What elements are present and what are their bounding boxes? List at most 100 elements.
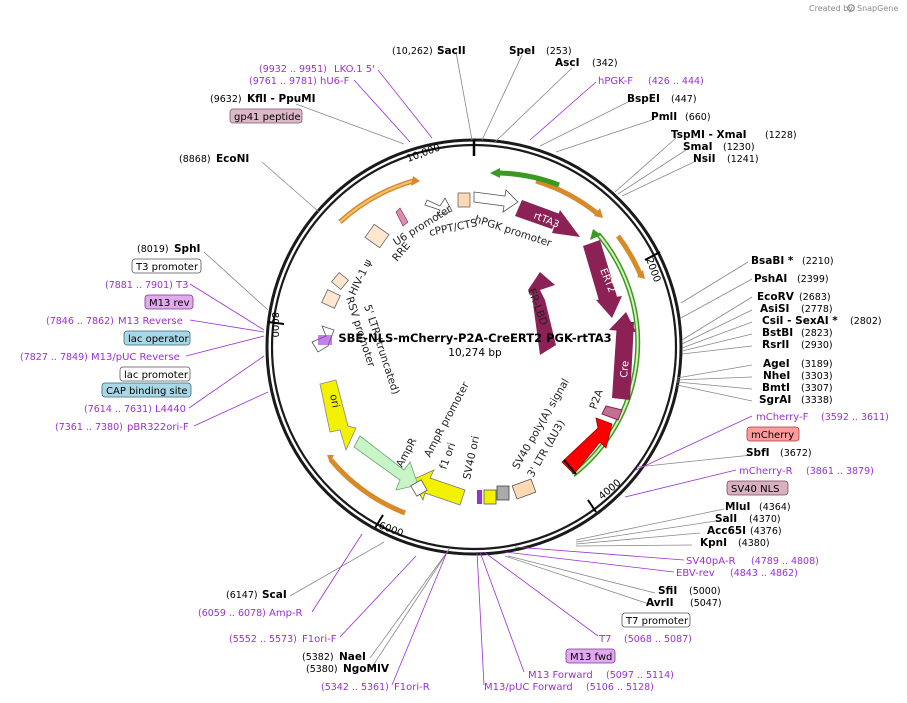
sali-pos: (4370) — [749, 514, 781, 525]
sv40-ori-feature — [483, 489, 497, 505]
sphi-label: SphI — [174, 243, 200, 255]
hpgk-f-pos: (426 .. 444) — [648, 76, 704, 87]
m13-puc-forward-label: M13/pUC Forward — [484, 682, 573, 693]
hpgk-promoter-feature — [473, 189, 519, 213]
cre-arrowhead — [609, 312, 636, 332]
green-orf-arc — [499, 170, 560, 188]
u6-promoter-feature — [424, 197, 453, 217]
hiv-feature — [330, 271, 350, 291]
t3-promoter-tag-label: T3 promoter — [135, 262, 199, 273]
bstbi-pos: (2823) — [801, 328, 833, 339]
m13-fwd-tag-label: M13 fwd — [570, 652, 612, 663]
f1ori-r-pos: (5342 .. 5361) — [321, 682, 389, 693]
t3-label: T3 — [175, 280, 188, 291]
csii-sexai-pos: (2802) — [850, 316, 882, 327]
ngomiv-pos: (5380) — [306, 664, 338, 675]
lko-pos: (9932 .. 9951) — [259, 64, 327, 75]
kfli-pos: (9632) — [210, 94, 242, 105]
smai-label: SmaI — [683, 141, 713, 153]
amp-r-label: Amp-R — [269, 608, 303, 619]
sbfi-pos: (3672) — [780, 448, 812, 459]
l4440-label: L4440 — [155, 404, 186, 415]
hpgk-f-label: hPGK-F — [598, 76, 633, 87]
mcherry-feature — [561, 417, 613, 475]
sv40pa-r-pos: (4789 .. 4808) — [751, 556, 819, 567]
t7-pos: (5068 .. 5087) — [624, 634, 692, 645]
green-orf-arc-inner — [572, 233, 639, 476]
orf-arc — [329, 458, 406, 516]
asisi-pos: (2778) — [801, 304, 833, 315]
cap-binding-tag — [101, 382, 192, 398]
cap-binding-tag-label: CAP binding site — [106, 386, 188, 397]
ebv-rev-pos: (4843 .. 4862) — [730, 568, 798, 579]
m13-reverse-label: M13 Reverse — [118, 316, 183, 327]
ngomiv-label: NgoMIV — [343, 663, 390, 675]
m13-puc-forward-pos: (5106 .. 5128) — [586, 682, 654, 693]
bspei-label: BspEI — [627, 93, 660, 105]
orf-arrowhead — [637, 270, 645, 279]
sv40-ori-label: SV40 ori — [461, 435, 482, 481]
bspei-pos: (447) — [671, 94, 697, 105]
lko-label: LKO.1 5' — [334, 64, 375, 75]
sv40-nls-tag-label: SV40 NLS — [731, 484, 780, 495]
m13-puc-reverse-label: M13/pUC Reverse — [91, 352, 180, 363]
mcherry-f-label: mCherry-F — [756, 412, 809, 423]
orf-arc — [535, 178, 600, 216]
bsabi-label: BsaBI * — [751, 255, 794, 267]
pshai-pos: (2399) — [797, 274, 829, 285]
hu6-f-label: hU6-F — [320, 76, 350, 87]
lac-operator-tag — [123, 330, 191, 346]
asisi-label: AsiSI — [760, 303, 789, 315]
tspmi-xmai-pos: (1228) — [765, 130, 797, 141]
rsrii-label: RsrII — [762, 339, 789, 351]
sfii-label: SfiI — [658, 585, 677, 597]
ampr-feature — [353, 435, 419, 491]
orf-arrowhead — [327, 455, 334, 463]
mcherry-tag — [746, 426, 800, 442]
cre-label: Cre — [619, 360, 631, 378]
rsrii-pos: (2930) — [801, 340, 833, 351]
mcherry-r-label: mCherry-R — [739, 466, 793, 477]
hu6-f-pos: (9761 .. 9781) — [249, 76, 317, 87]
primer-cluster — [318, 335, 332, 345]
kpni-label: KpnI — [700, 537, 727, 549]
spei-label: SpeI — [509, 45, 535, 57]
lac-promoter-tag-label: lac promoter — [124, 370, 189, 381]
gp41-tag-label: gp41 peptide — [234, 112, 301, 123]
brand-text: SnapGene — [857, 4, 898, 13]
acc65i-pos: (4376) — [750, 526, 782, 537]
p2a-feature — [601, 405, 623, 421]
m13-reverse-pos: (7846 .. 7862) — [46, 316, 114, 327]
sbfi-label: SbfI — [746, 447, 770, 459]
naei-label: NaeI — [339, 651, 366, 663]
m13-rev-tag-label: M13 rev — [149, 298, 190, 309]
t7-promoter-tag — [621, 612, 691, 628]
bsabi-pos: (2210) — [802, 256, 834, 267]
tick-mark — [374, 514, 384, 529]
ltr3-feature — [511, 478, 537, 500]
t7-label: T7 — [598, 634, 611, 645]
tick-mark — [644, 251, 661, 261]
csii-sexai-label: CsiI - SexAI * — [762, 315, 838, 327]
naei-pos: (5382) — [302, 652, 334, 663]
lac-promoter-tag — [119, 366, 191, 382]
nhei-pos: (3303) — [801, 371, 833, 382]
f1-ori-feature — [411, 469, 466, 506]
sali-label: SalI — [715, 513, 737, 525]
tick-mark — [267, 321, 285, 325]
f1ori-r-label: F1ori-R — [394, 682, 430, 693]
spei-pos: (253) — [546, 46, 572, 57]
sfii-pos: (5000) — [689, 586, 721, 597]
hiv-label: HIV-1 ψ — [347, 258, 375, 298]
sv40-nls-feature — [563, 459, 577, 475]
rre-feature — [364, 223, 390, 249]
mlui-pos: (4364) — [759, 502, 791, 513]
m13-forward-pos: (5097 .. 5114) — [606, 670, 674, 681]
ampr-label: AmpR — [394, 436, 419, 469]
green-orf-arrowhead — [590, 229, 601, 240]
p2a-label: P2A — [588, 387, 606, 411]
scai-pos: (6147) — [226, 590, 258, 601]
rsv-feature — [321, 289, 341, 309]
mcherry-r-pos: (3861 .. 3879) — [806, 466, 874, 477]
tspmi-xmai-label: TspMI - XmaI — [671, 129, 747, 141]
